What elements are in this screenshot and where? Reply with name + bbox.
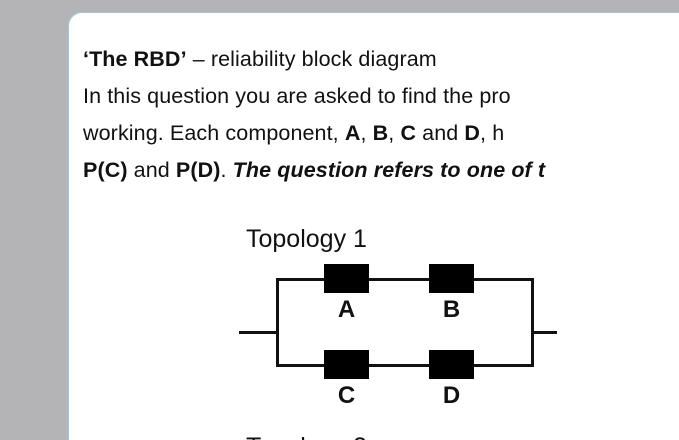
line-3-post: , h — [480, 121, 505, 145]
line-4-period: . — [220, 158, 233, 182]
component-b-ref: B — [372, 121, 389, 145]
component-label-d: D — [442, 382, 461, 409]
component-a-ref: A — [344, 121, 361, 145]
quote-open: ‘ — [83, 47, 90, 71]
left-rail — [276, 278, 279, 367]
component-d-ref: D — [464, 121, 481, 145]
component-block-d — [429, 350, 474, 379]
component-label-c: C — [337, 382, 356, 409]
topology-title-next: Topology 2 — [246, 433, 367, 440]
component-block-a — [324, 264, 369, 293]
line-1-rest: – reliability block diagram — [186, 47, 437, 71]
bottom-branch-wire — [276, 364, 534, 367]
output-lead — [531, 331, 557, 334]
question-text-block: ‘The RBD’ – reliability block diagram In… — [83, 41, 679, 189]
prob-c-ref: P(C) — [83, 158, 128, 182]
topology-title: Topology 1 — [246, 225, 367, 253]
text-line-3: working. Each component, A, B, C and D, … — [83, 115, 679, 152]
rbd-title: The RBD — [89, 47, 181, 71]
right-rail — [531, 278, 534, 367]
component-c-ref: C — [400, 121, 417, 145]
line-4-mid: and — [127, 158, 176, 182]
line-3-sep-3: and — [416, 121, 465, 145]
top-branch-wire — [276, 278, 534, 281]
line-3-sep-2: , — [388, 121, 401, 145]
text-line-2: In this question you are asked to find t… — [83, 78, 679, 115]
prob-d-ref: P(D) — [175, 158, 221, 182]
text-line-4: P(C) and P(D). The question refers to on… — [83, 152, 679, 189]
text-line-1: ‘The RBD’ – reliability block diagram — [83, 41, 679, 78]
line-3-sep-1: , — [360, 121, 373, 145]
input-lead — [239, 331, 279, 334]
component-block-b — [429, 264, 474, 293]
component-block-c — [324, 350, 369, 379]
line-2-text: In this question you are asked to find t… — [83, 84, 511, 108]
line-4-emphasis: The question refers to one of t — [232, 158, 546, 182]
document-card: ‘The RBD’ – reliability block diagram In… — [68, 12, 679, 440]
line-3-pre: working. Each component, — [83, 121, 345, 145]
quote-close: ’ — [180, 47, 187, 71]
component-label-b: B — [442, 296, 461, 323]
component-label-a: A — [337, 296, 356, 323]
